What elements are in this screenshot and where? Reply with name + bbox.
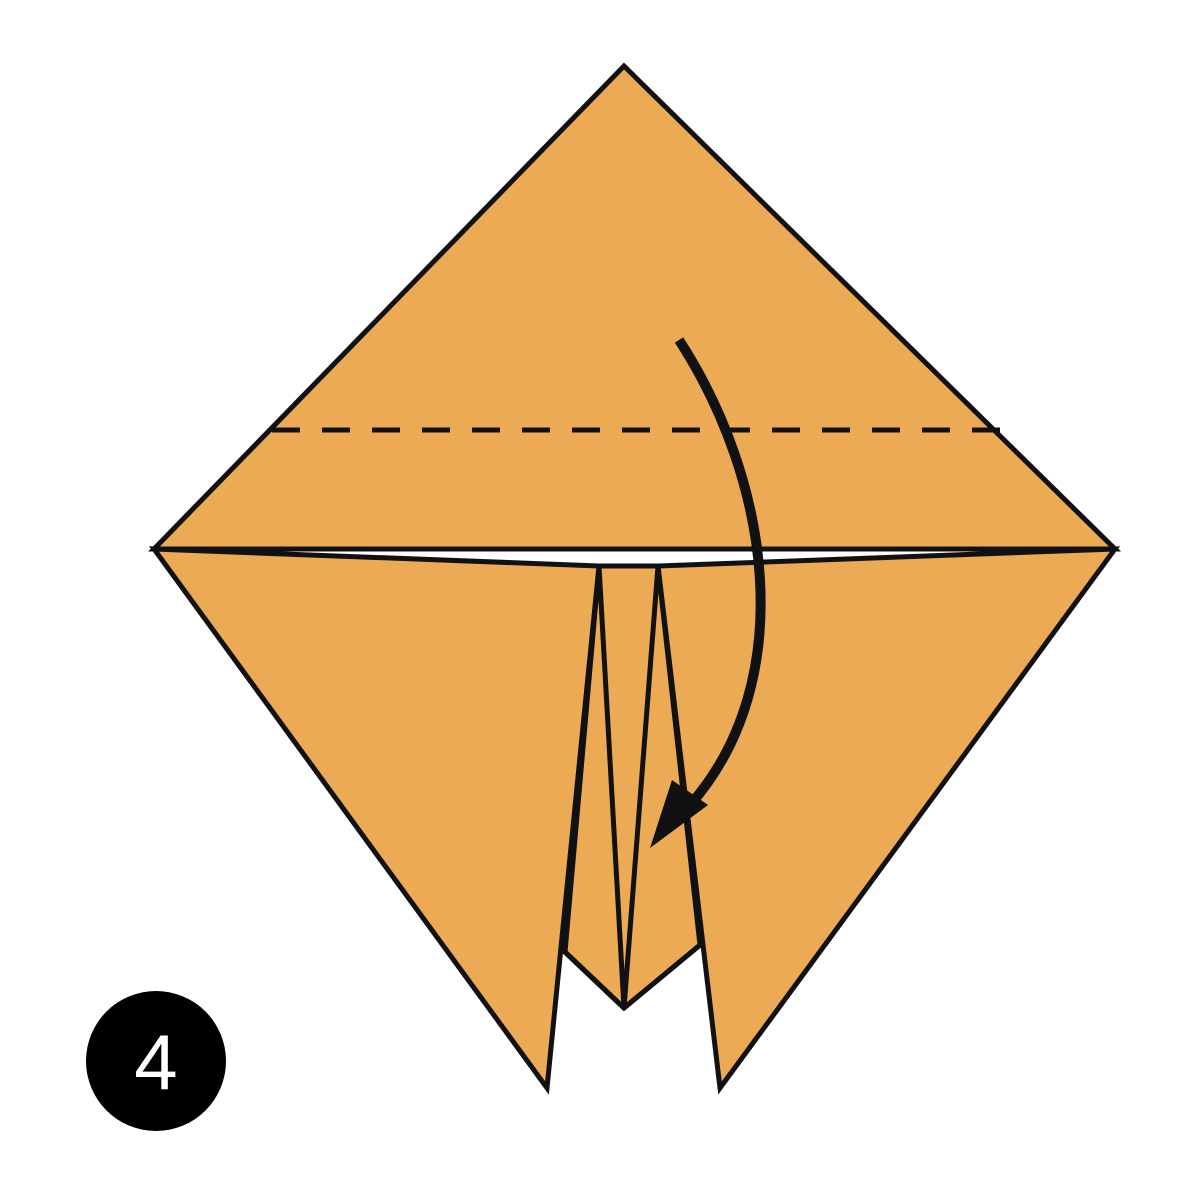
paper-top-section (148, 62, 1122, 552)
inner-bottom-edge-left (563, 950, 626, 1010)
paper-left-flap (148, 546, 602, 1095)
step-number-label: 4 (134, 1018, 178, 1106)
step-number-badge: 4 (86, 991, 226, 1131)
fold-arrow-head (650, 780, 708, 848)
fold-arrow-curve (674, 337, 766, 809)
paper-right-flap (655, 546, 1121, 1095)
inner-bottom-edge-right (622, 943, 702, 1010)
